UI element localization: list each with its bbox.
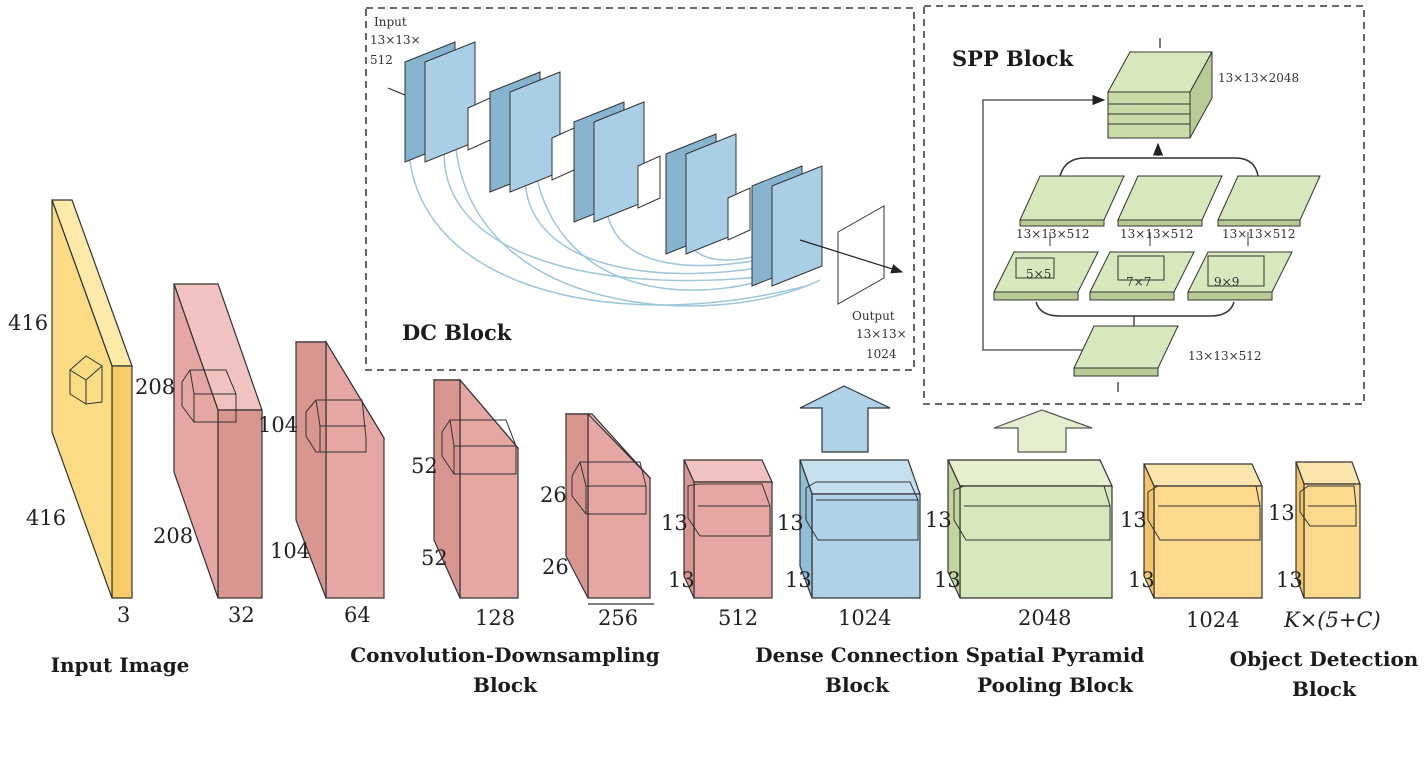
conv-block-caption: Convolution-Downsampling Block <box>350 643 660 697</box>
spp-pool-dims-2: 13×13×512 <box>1120 227 1194 241</box>
spp-kernel-2: 7×7 <box>1126 275 1152 289</box>
conv3-width-label: 52 <box>421 546 448 570</box>
det1-height-label: 13 <box>1120 508 1147 532</box>
spp-stage-cube <box>947 459 1113 599</box>
det2-height-label: 13 <box>1268 501 1295 525</box>
conv5-height-label: 13 <box>661 511 688 535</box>
conv2-width-label: 104 <box>270 539 311 563</box>
dense-width-label: 13 <box>785 568 812 592</box>
dense-channels-label: 1024 <box>838 606 892 630</box>
input-image-caption: Input Image <box>50 653 190 677</box>
dense-block-cube <box>799 459 921 599</box>
detection-cube-2 <box>1295 461 1361 599</box>
spp-kernel-1: 5×5 <box>1026 267 1052 281</box>
dense-height-label: 13 <box>777 511 804 535</box>
conv2-channels-label: 64 <box>344 603 371 627</box>
spp-kernel-3: 9×9 <box>1214 275 1240 289</box>
spp-block-title: SPP Block <box>952 46 1074 71</box>
spp-channels-label: 2048 <box>1018 606 1072 630</box>
spp-width-label: 13 <box>934 568 961 592</box>
spp-output-dims: 13×13×2048 <box>1218 71 1300 85</box>
conv1-channels-label: 32 <box>228 603 255 627</box>
conv5-channels-label: 512 <box>718 606 759 630</box>
conv3-height-label: 52 <box>411 454 438 478</box>
dc-input-dims: 13×13× <box>370 33 421 47</box>
dc-output-dims: 13×13× <box>856 327 907 341</box>
spp-up-arrow <box>993 409 1093 453</box>
conv4-height-label: 26 <box>540 483 567 507</box>
dense-block-caption: Dense Connection Block <box>755 643 959 697</box>
spp-pool-dims-1: 13×13×512 <box>1016 227 1090 241</box>
conv-block-5 <box>683 459 773 599</box>
dc-block-title: DC Block <box>402 320 512 345</box>
conv-block-4 <box>564 412 654 605</box>
dc-output-label: Output <box>852 309 895 323</box>
det2-width-label: 13 <box>1276 568 1303 592</box>
det1-width-label: 13 <box>1128 568 1155 592</box>
dc-output-channels: 1024 <box>866 347 897 361</box>
spp-pool-dims-3: 13×13×512 <box>1222 227 1296 241</box>
dense-up-arrow <box>799 385 891 453</box>
conv1-width-label: 208 <box>153 524 194 548</box>
spp-stage-caption: Spatial Pyramid Pooling Block <box>965 643 1145 697</box>
conv5-width-label: 13 <box>668 568 695 592</box>
dc-block-frame <box>365 7 915 371</box>
detection-block-caption: Object Detection Block <box>1229 647 1419 701</box>
conv-block-2 <box>294 339 386 599</box>
conv4-width-label: 26 <box>542 555 569 579</box>
conv3-channels-label: 128 <box>475 606 516 630</box>
dc-block-layers <box>387 41 904 307</box>
spp-block-frame <box>923 5 1365 405</box>
detection-cube-1 <box>1143 463 1263 599</box>
dc-input-label: Input <box>374 15 407 29</box>
dc-input-channels: 512 <box>370 53 393 67</box>
input-channels-label: 3 <box>117 603 131 627</box>
conv-block-1 <box>173 283 263 599</box>
conv4-channels-label: 256 <box>598 606 639 630</box>
spp-block-internals <box>982 38 1321 392</box>
input-width-label: 416 <box>26 506 67 530</box>
det2-channels-label: K×(5+C) <box>1284 608 1381 632</box>
input-image-block <box>51 199 133 599</box>
conv1-height-label: 208 <box>135 375 176 399</box>
conv2-height-label: 104 <box>258 413 299 437</box>
spp-input-dims: 13×13×512 <box>1188 349 1262 363</box>
input-height-label: 416 <box>8 311 49 335</box>
spp-height-label: 13 <box>925 508 952 532</box>
det1-channels-label: 1024 <box>1186 608 1240 632</box>
conv-block-3 <box>432 378 520 599</box>
